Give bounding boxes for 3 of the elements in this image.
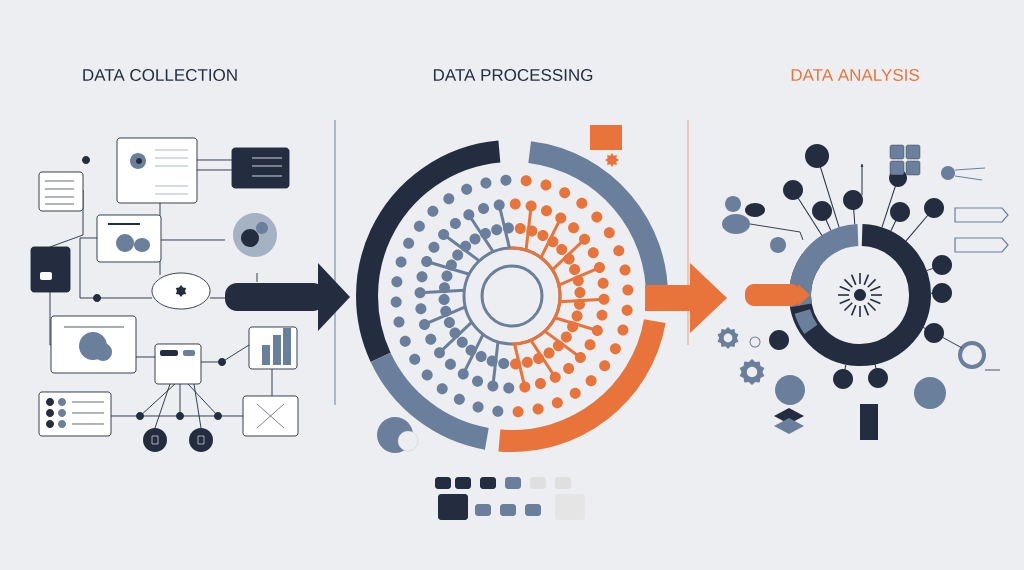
section-heading: DATA PROCESSING: [433, 68, 593, 81]
section-heading: DATA COLLECTION: [83, 68, 237, 81]
section-heading: DATA ANALYSIS: [791, 68, 919, 81]
